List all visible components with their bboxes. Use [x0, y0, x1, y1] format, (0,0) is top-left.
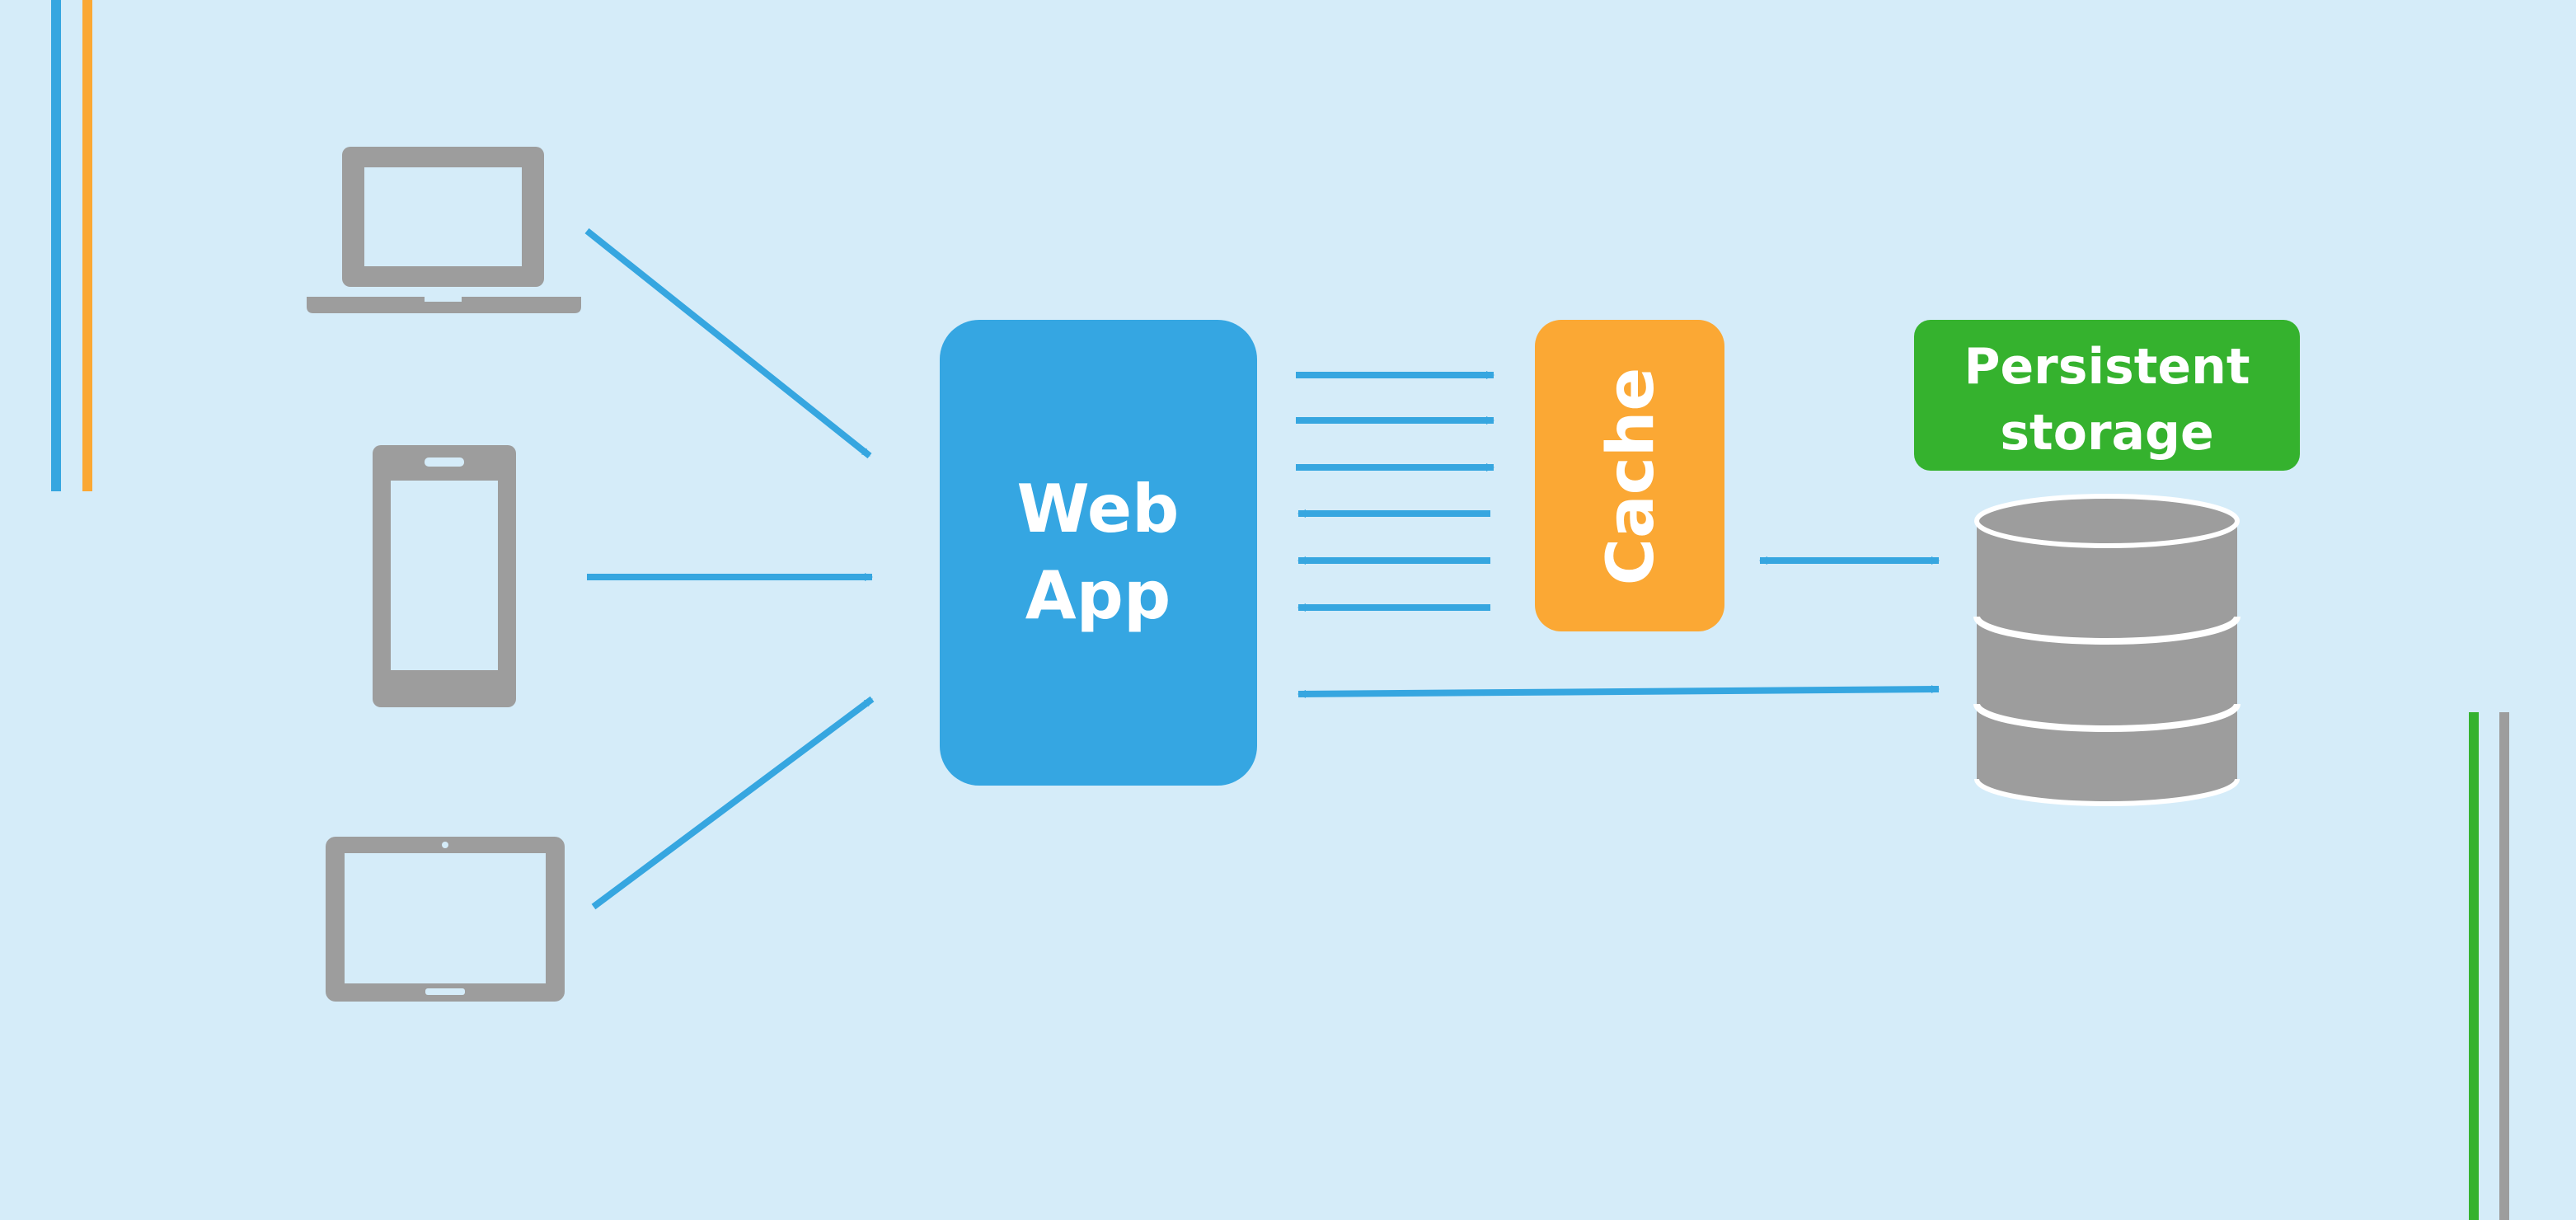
storage-label-line1: Persistent: [1964, 338, 2250, 396]
edge-laptop-to-webapp: [584, 228, 872, 459]
edge-webapp-to-storage: [1297, 685, 1940, 698]
cache-node: Cache: [1535, 320, 1724, 631]
tablet-icon: [326, 837, 565, 1002]
database-icon: [1973, 494, 2241, 806]
web-app-node: Web App: [940, 320, 1257, 786]
web-app-label-line1: Web: [1017, 471, 1180, 547]
accent-line-blue: [51, 0, 61, 491]
storage-label-box: Persistent storage: [1914, 320, 2300, 471]
accent-line-orange: [82, 0, 92, 491]
accent-line-gray: [2499, 712, 2509, 1220]
edge-tablet-to-webapp: [591, 696, 875, 910]
web-app-label-line2: App: [1025, 557, 1171, 634]
accent-line-green: [2469, 712, 2479, 1220]
storage-label-line2: storage: [2000, 404, 2213, 462]
laptop-icon: [307, 147, 581, 313]
cache-label: Cache: [1594, 368, 1668, 586]
phone-icon: [373, 445, 516, 707]
